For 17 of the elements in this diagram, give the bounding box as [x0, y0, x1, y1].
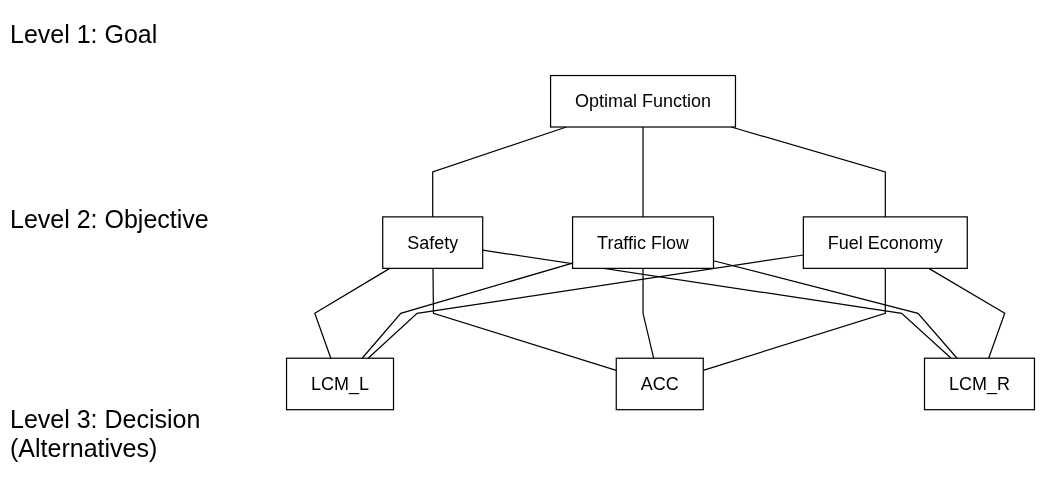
node-box: LCM_R [923, 358, 1036, 411]
level-label: Level 3: Decision (Alternatives) [10, 405, 202, 463]
connector [314, 268, 391, 360]
node-box: LCM_L [285, 358, 395, 411]
connector [928, 268, 1006, 360]
node-box: Traffic Flow [571, 216, 715, 270]
connector [367, 254, 804, 360]
node-box: ACC [615, 358, 704, 411]
level-label: Level 1: Goal [10, 20, 159, 49]
connector [432, 268, 617, 372]
connector [642, 126, 644, 218]
connector [482, 249, 952, 360]
node-box: Safety [382, 216, 484, 270]
connector [642, 268, 655, 360]
node-box: Optimal Function [549, 75, 737, 128]
level-label: Level 2: Objective [10, 205, 210, 234]
node-box: Fuel Economy [802, 216, 968, 270]
